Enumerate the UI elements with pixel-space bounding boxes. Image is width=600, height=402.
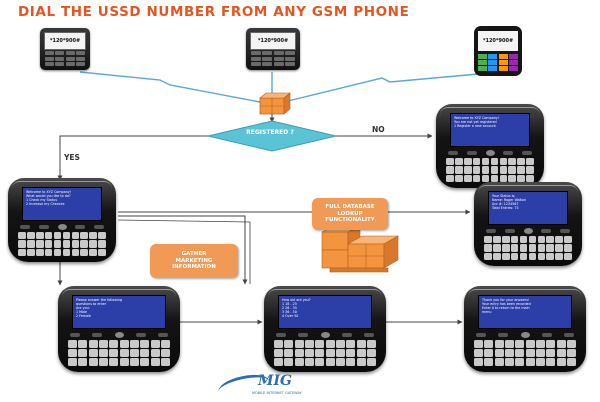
- database-note: FULL DATABASE LOOKUP FUNCTIONALITY: [312, 198, 388, 230]
- gateway-cube-icon: [259, 92, 291, 115]
- screen-line: Welcome to XYZ Company!: [454, 116, 500, 120]
- app-grid: [478, 54, 518, 71]
- screen-line: Name: Roger Walton: [492, 198, 526, 203]
- arrow-survey: [117, 219, 251, 284]
- screen-line: questions to enter: [76, 302, 107, 307]
- screen-line: 2 26 - 35: [282, 306, 297, 311]
- phone-display: *120*900#: [250, 32, 296, 50]
- note-line: FULL DATABASE: [325, 203, 375, 210]
- ussd-code: *120*900#: [49, 38, 81, 44]
- database-cubes-icon: [321, 225, 400, 273]
- arrow-age: [118, 215, 248, 285]
- screen-line: 1 Male: [76, 310, 87, 315]
- mig-logo: MIG MOBILE INTERNET GATEWAY: [216, 370, 378, 402]
- phone-status: Your Status is: Name: Roger Walton Acc #…: [474, 182, 582, 266]
- feature-phone: *120*900#: [246, 28, 300, 70]
- phone-screen: Welcome to XYZ Company! What would you l…: [22, 187, 102, 221]
- logo-tagline: MOBILE INTERNET GATEWAY: [252, 391, 302, 395]
- phone-age: How old are you? 1 18 - 25 2 26 - 35 3 3…: [264, 286, 386, 372]
- screen-line: Please answer the following: [76, 298, 122, 302]
- screen-line: menu: [482, 310, 492, 315]
- marketing-note: GATHER MARKETING INFORMATION: [150, 244, 238, 278]
- touchscreen-phone: *120*900#: [474, 26, 522, 76]
- connector-phone3-hub: [283, 71, 501, 103]
- phone-screen: Thank you for your answers! Your entry h…: [478, 295, 572, 329]
- phone-display: *120*900#: [478, 31, 518, 51]
- screen-line: 4 Over 50: [282, 314, 299, 319]
- screen-line: Total Entries: 75: [492, 206, 519, 211]
- screen-line: Are you:: [76, 306, 90, 311]
- diagram-title: DIAL THE USSD NUMBER FROM ANY GSM PHONE: [18, 4, 410, 20]
- screen-line: Welcome to XYZ Company!: [26, 190, 72, 194]
- phone-screen: Welcome to XYZ Company! You are not yet …: [450, 113, 530, 147]
- screen-line: You are not yet registered: [454, 120, 497, 125]
- screen-line: 3 36 - 50: [282, 310, 297, 315]
- phone-display: *120*900#: [44, 32, 86, 50]
- candybar-phone: *120*900#: [40, 28, 90, 70]
- screen-line: 1 Register a new account: [454, 124, 496, 129]
- arrow-yes: [57, 135, 209, 181]
- note-line: INFORMATION: [172, 264, 216, 271]
- ussd-code: *120*900#: [257, 38, 289, 44]
- phone-keypad: [45, 51, 85, 66]
- phone-keypad: [251, 51, 295, 66]
- phone-main-menu: Welcome to XYZ Company! What would you l…: [8, 178, 116, 262]
- screen-line: How old are you?: [282, 298, 311, 302]
- connector-phone1-hub: [79, 71, 261, 103]
- phone-screen: How old are you? 1 18 - 25 2 26 - 35 3 3…: [278, 295, 372, 329]
- ussd-code: *120*900#: [482, 38, 514, 44]
- phone-thanks: Thank you for your answers! Your entry h…: [464, 286, 586, 372]
- screen-line: 1 Check my Status: [26, 198, 58, 203]
- decision-label: REGISTERED ?: [246, 129, 294, 136]
- screen-line: What would you like to do?: [26, 194, 71, 199]
- screen-line: 2 Female: [76, 314, 92, 319]
- note-line: FUNCTIONALITY: [325, 217, 375, 224]
- screen-line: Thank you for your answers!: [482, 298, 530, 302]
- no-label: NO: [372, 125, 385, 134]
- phone-survey: Please answer the following questions to…: [58, 286, 180, 372]
- phone-not-registered: Welcome to XYZ Company! You are not yet …: [436, 104, 544, 188]
- screen-line: Acc #: 1234567: [492, 202, 519, 207]
- note-line: GATHER: [181, 250, 207, 257]
- decision-diamond: [207, 120, 337, 152]
- phone-screen: Your Status is: Name: Roger Walton Acc #…: [488, 191, 568, 225]
- logo-name: MIG: [258, 373, 293, 389]
- note-line: LOOKUP: [337, 210, 363, 217]
- screen-line: Your entry has been recorded: [482, 302, 531, 307]
- screen-line: 1 18 - 25: [282, 302, 297, 307]
- yes-label: YES: [64, 153, 80, 162]
- screen-line: 2 Increase my Chances: [26, 202, 65, 207]
- note-line: MARKETING: [175, 257, 213, 264]
- phone-screen: Please answer the following questions to…: [72, 295, 166, 329]
- screen-line: Enter 0 to return to the main: [482, 306, 530, 311]
- screen-line: Your Status is:: [492, 194, 516, 198]
